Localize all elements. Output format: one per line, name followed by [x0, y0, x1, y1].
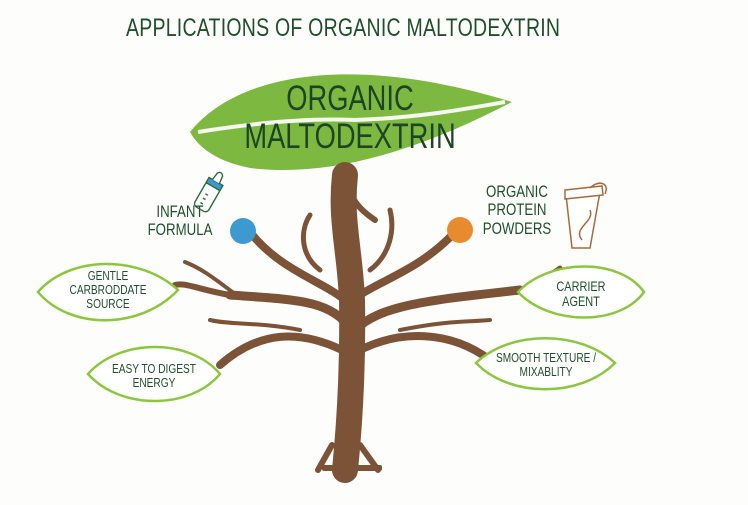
protein-line1: ORGANIC [486, 182, 548, 201]
protein-powder-dot [447, 217, 473, 243]
protein-line2: PROTEIN [487, 200, 547, 220]
leaf2-line2: ENERGY [132, 375, 176, 391]
center-label: ORGANIC MALTODEXTRIN [233, 80, 467, 156]
infant-line2: FORMULA [147, 220, 213, 240]
main-leaf [190, 74, 512, 171]
easy-digest-label: EASY TO DIGEST ENERGY [107, 361, 201, 391]
leaf-easy-digest [86, 345, 222, 403]
smooth-texture-label: SMOOTH TEXTURE / MIXABLITY [495, 350, 598, 380]
baby-bottle-icon [193, 171, 224, 213]
leaf-smooth-texture [474, 337, 617, 391]
leaf2-line1: EASY TO DIGEST [112, 361, 196, 376]
leaf0-line2: CARBRODDATE [69, 282, 147, 298]
leaf-carrier-agent [516, 265, 646, 319]
leaf1-line1: CARRIER [556, 278, 606, 294]
leaf0-line1: GENTLE [87, 268, 129, 283]
leaf3-line1: SMOOTH TEXTURE / [495, 350, 597, 365]
diagram-title: APPLICATIONS OF ORGANIC MALTODEXTRIN [125, 14, 561, 42]
leaf-gentle-carb [36, 262, 180, 322]
infant-formula-label: INFANT FORMULA [141, 202, 219, 240]
center-label-line2: MALTODEXTRIN [244, 116, 456, 156]
protein-line3: POWDERS [482, 218, 552, 238]
shaker-bottle-icon [564, 182, 607, 249]
leaf1-line2: AGENT [562, 293, 600, 310]
gentle-carb-label: GENTLE CARBRODDATE SOURCE [69, 268, 147, 312]
tree-trunk [172, 162, 563, 483]
carrier-agent-label: CARRIER AGENT [542, 278, 620, 310]
leaf0-line3: SOURCE [86, 296, 130, 312]
protein-powders-label: ORGANIC PROTEIN POWDERS [482, 182, 552, 238]
leaf3-line2: MIXABLITY [519, 364, 573, 380]
infant-formula-dot [230, 218, 256, 244]
center-label-line1: ORGANIC [286, 79, 414, 118]
infant-line1: INFANT [156, 202, 204, 221]
